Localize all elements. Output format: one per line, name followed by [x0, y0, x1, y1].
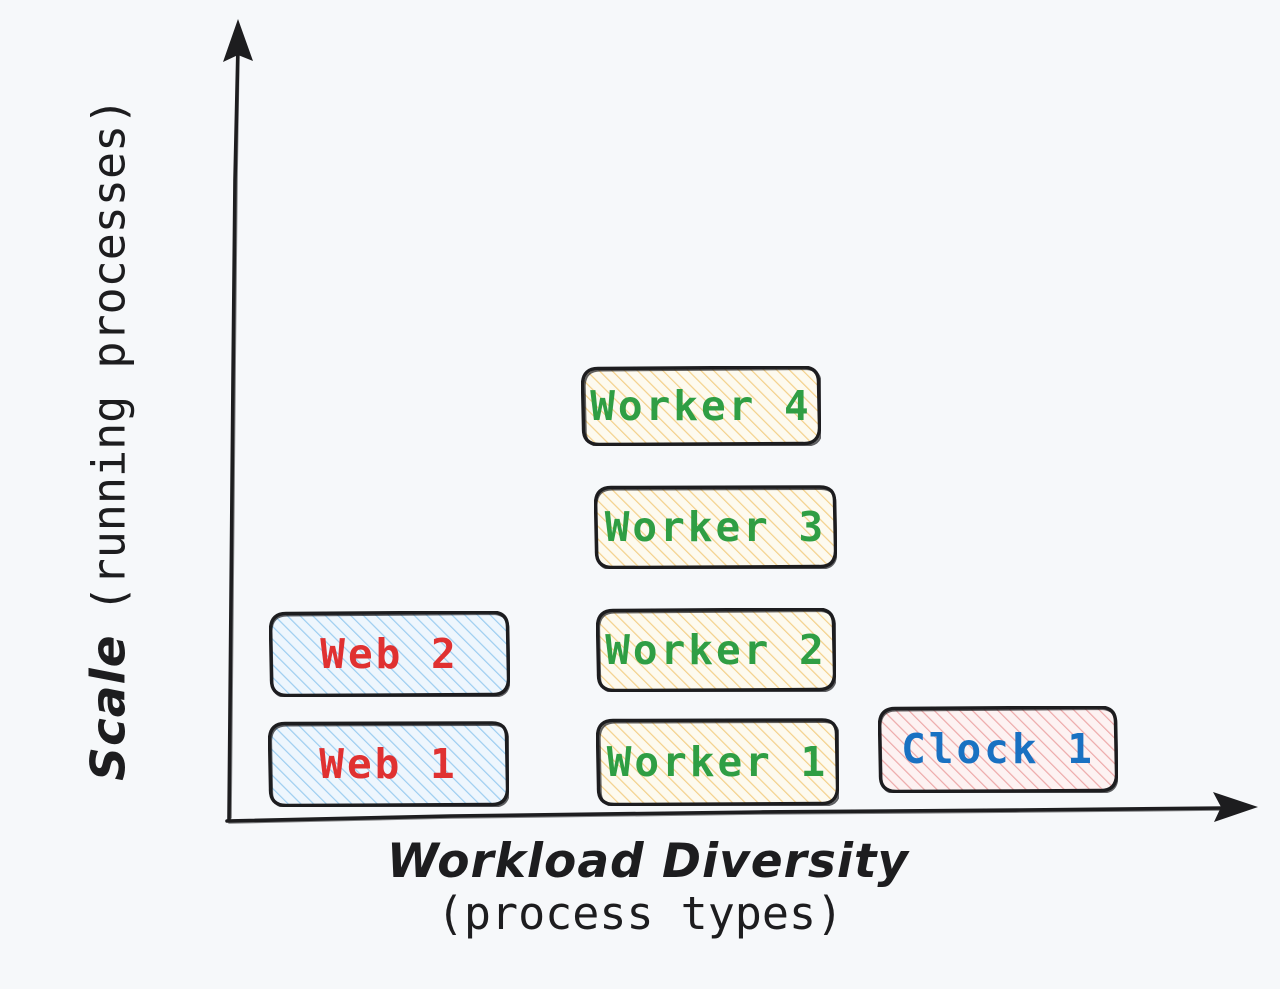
process-box-outline — [268, 721, 509, 807]
process-box-outline — [594, 485, 837, 569]
y-axis-title: Scale (running processes) — [81, 0, 137, 889]
process-box-worker-1[interactable]: Worker 1 — [596, 718, 839, 806]
x-axis-title-line1: Workload Diversity — [386, 834, 910, 889]
process-box-worker-4[interactable]: Worker 4 — [581, 366, 821, 446]
process-box-label: Clock 1 — [901, 725, 1095, 773]
x-axis-title: Workload Diversity (process types) — [0, 834, 1280, 940]
process-box-web-2[interactable]: Web 2 — [269, 611, 510, 697]
process-box-outline — [269, 611, 510, 697]
process-box-worker-2[interactable]: Worker 2 — [596, 608, 836, 692]
y-axis-title-line1: Scale — [81, 634, 137, 781]
process-box-label: Worker 1 — [606, 737, 829, 786]
process-box-label: Web 1 — [319, 739, 458, 788]
y-axis-arrowhead — [223, 19, 253, 62]
x-axis-arrowhead — [1213, 792, 1258, 822]
process-box-outline — [581, 366, 821, 446]
process-box-label: Worker 2 — [605, 625, 827, 674]
process-box-outline — [596, 608, 836, 692]
process-box-outline — [878, 706, 1118, 793]
process-box-label: Web 2 — [320, 629, 459, 678]
process-box-worker-3[interactable]: Worker 3 — [594, 485, 837, 569]
x-axis-title-line2: (process types) — [436, 886, 844, 940]
y-axis-line — [223, 19, 253, 822]
process-box-web-1[interactable]: Web 1 — [268, 721, 509, 807]
process-box-label: Worker 3 — [604, 502, 827, 551]
y-axis-title-line2: (running processes) — [82, 97, 136, 613]
process-box-clock-1[interactable]: Clock 1 — [878, 706, 1118, 793]
process-box-outline — [596, 718, 839, 806]
process-box-label: Worker 4 — [590, 381, 812, 430]
